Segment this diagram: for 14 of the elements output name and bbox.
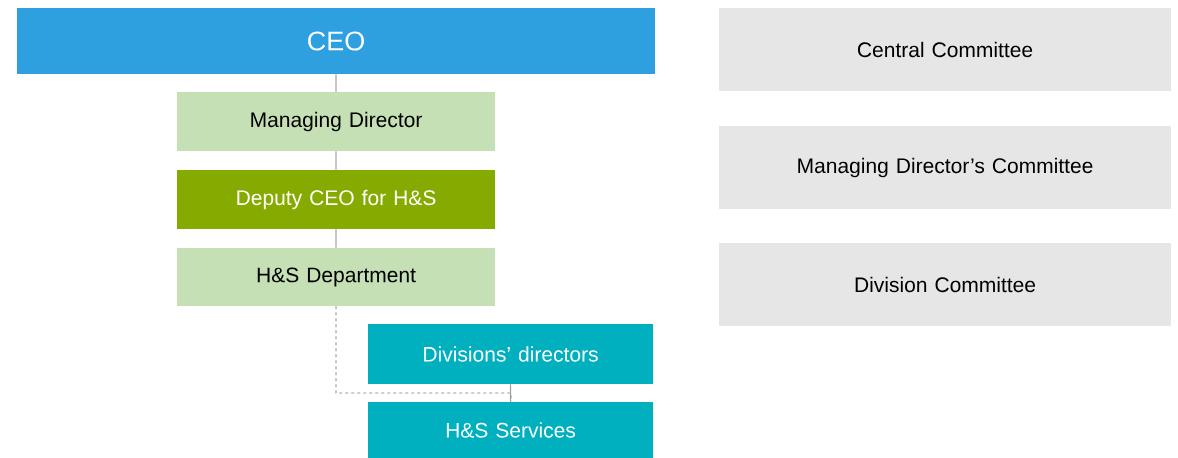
org-box: Division Committee xyxy=(719,243,1171,326)
org-box: Divisions’ directors xyxy=(368,324,653,384)
org-box: Managing Director’s Committee xyxy=(719,126,1171,209)
connector-line xyxy=(335,305,512,403)
org-box: Central Committee xyxy=(719,8,1171,91)
org-box: H&S Department xyxy=(177,248,495,306)
org-box: H&S Services xyxy=(368,402,653,458)
org-box: Deputy CEO for H&S xyxy=(177,170,495,229)
org-box: CEO xyxy=(17,8,655,74)
connector-line xyxy=(335,228,337,249)
connector-line xyxy=(509,383,512,403)
org-box: Managing Director xyxy=(177,92,495,151)
connector-line xyxy=(335,150,337,171)
connector-line xyxy=(335,73,337,93)
